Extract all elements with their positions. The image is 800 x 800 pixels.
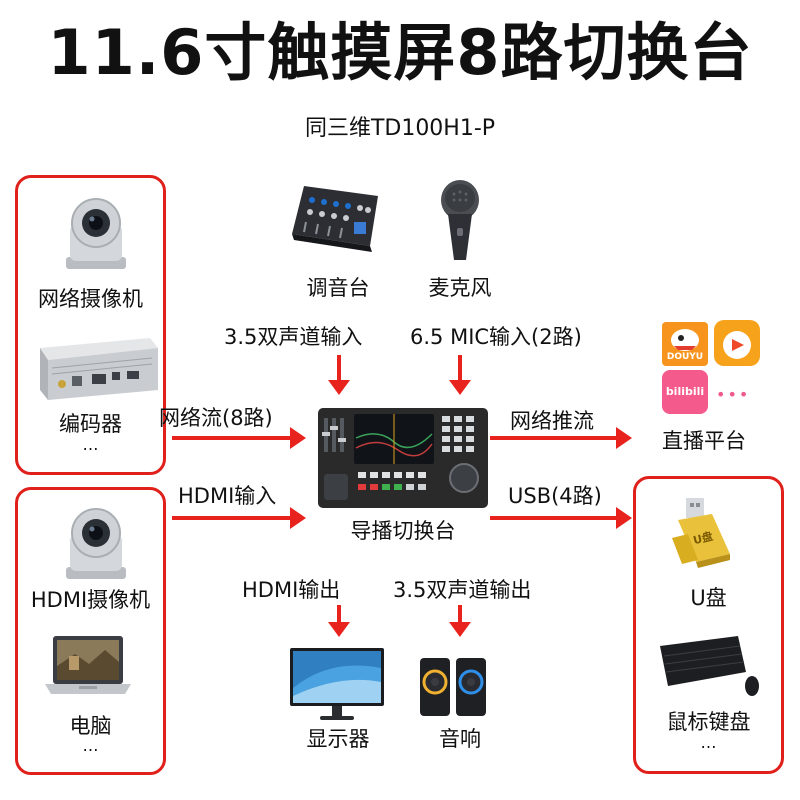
hdmi-camera-icon <box>66 508 126 579</box>
ptz-camera-icon <box>66 198 126 269</box>
arrow-hdmi-in <box>172 507 306 529</box>
left-bottom-more: … <box>82 736 99 755</box>
hdmi-output-label: HDMI输出 <box>242 578 341 602</box>
left-top-more: … <box>82 435 99 454</box>
arrow-push-stream <box>490 427 632 449</box>
mixer-label: 调音台 <box>306 276 370 300</box>
right-group <box>633 476 784 774</box>
monitor-icon <box>290 648 384 720</box>
arrow-network-stream <box>172 427 306 449</box>
encoder-label: 编码器 <box>59 412 122 436</box>
douyu-logo-text: DOUYU <box>666 352 704 362</box>
audio-output-label: 3.5双声道输出 <box>393 578 532 602</box>
switcher-device-icon <box>318 408 488 508</box>
audio-mixer-icon <box>292 186 378 252</box>
microphone-icon <box>441 180 479 260</box>
udisk-icon <box>672 498 730 568</box>
push-stream-label: 网络推流 <box>510 409 594 433</box>
douyu-logo-icon <box>662 322 708 366</box>
arrow-mic-to-switcher <box>449 355 471 395</box>
page-subtitle: 同三维TD100H1-P <box>304 116 496 141</box>
network-stream-label: 网络流(8路) <box>159 406 273 430</box>
hdmi-camera-label: HDMI摄像机 <box>30 588 151 612</box>
network-camera-label: 网络摄像机 <box>38 287 143 311</box>
bilibili-logo-text: bilibili <box>665 385 705 398</box>
encoder-icon <box>40 338 158 400</box>
keyboard-mouse-icon <box>660 636 759 696</box>
speaker-label: 音响 <box>439 727 481 751</box>
arrow-usb <box>490 507 632 529</box>
page-title: 11.6寸触摸屏8路切换台 <box>47 16 753 89</box>
speaker-icon <box>420 658 486 716</box>
switcher-label: 导播切换台 <box>350 519 456 543</box>
platform-more: ••• <box>716 385 751 404</box>
udisk-label: U盘 <box>690 586 727 610</box>
bilibili-logo-icon <box>662 370 708 414</box>
mic-input-label: 6.5 MIC输入(2路) <box>410 325 582 349</box>
display-label: 显示器 <box>306 727 370 751</box>
computer-label: 电脑 <box>69 714 112 738</box>
audio-input-label: 3.5双声道输入 <box>224 325 363 349</box>
hdmi-input-label: HDMI输入 <box>178 484 277 508</box>
laptop-icon <box>45 636 131 694</box>
arrow-audio-out <box>449 605 471 637</box>
left-bottom-group <box>15 487 166 775</box>
left-top-group <box>15 175 166 475</box>
huya-logo-icon <box>714 320 760 366</box>
microphone-label: 麦克风 <box>428 276 492 300</box>
right-group-more: … <box>700 733 717 752</box>
arrow-mixer-to-switcher <box>328 355 350 395</box>
live-platform-label: 直播平台 <box>662 429 746 453</box>
keyboard-mouse-label: 鼠标键盘 <box>666 710 751 734</box>
usb-label: USB(4路) <box>508 484 602 508</box>
arrow-hdmi-out <box>328 605 350 637</box>
